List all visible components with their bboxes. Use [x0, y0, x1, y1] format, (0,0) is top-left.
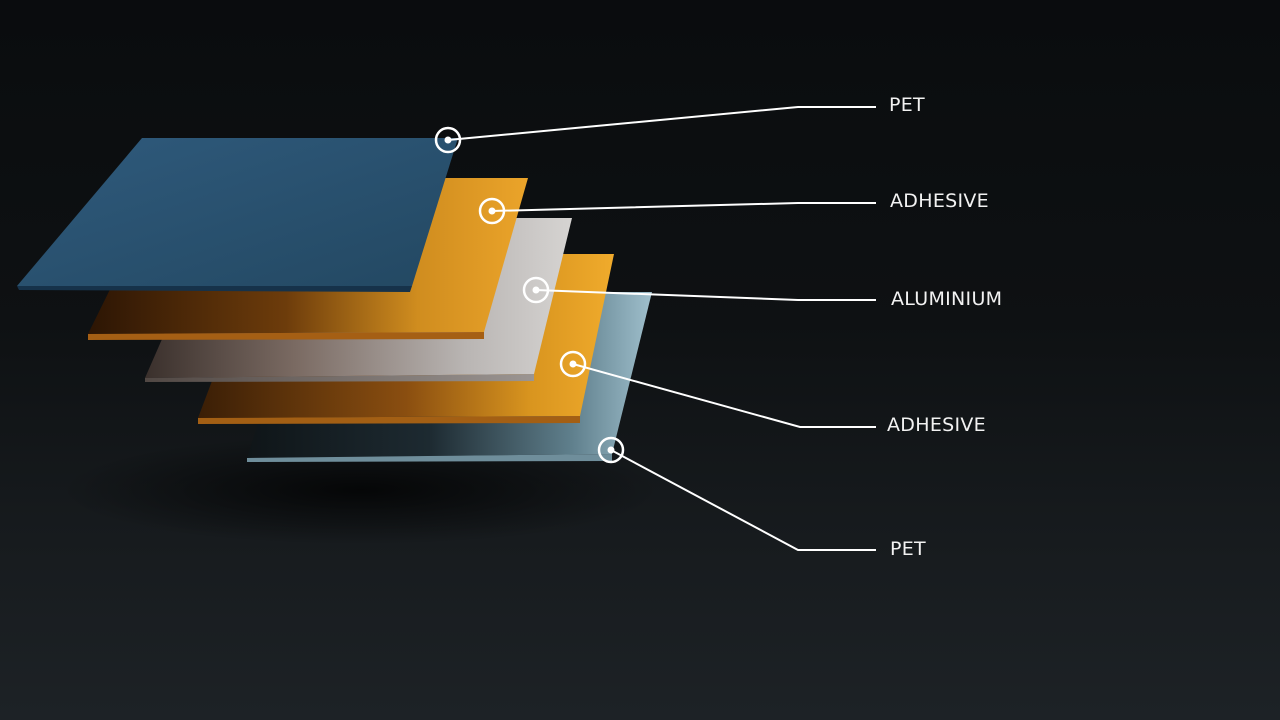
- callout-lines: [447, 106, 876, 551]
- layer-pet-top: [17, 138, 458, 292]
- callout-line-adhesive-top: [491, 202, 876, 212]
- stack-shadow: [60, 435, 660, 545]
- callout-marker-pet-top: [434, 126, 462, 154]
- callout-marker-adhesive-bottom: [559, 350, 587, 378]
- label-aluminium: ALUMINIUM: [891, 288, 1003, 310]
- callout-line-pet-bottom: [610, 449, 876, 551]
- label-pet-bottom: PET: [890, 538, 926, 560]
- label-adhesive-top: ADHESIVE: [890, 190, 989, 212]
- callout-line-adhesive-bottom: [572, 363, 876, 428]
- callout-marker-adhesive-top: [478, 197, 506, 225]
- label-adhesive-bottom: ADHESIVE: [887, 414, 986, 436]
- label-pet-top: PET: [889, 94, 925, 116]
- callout-line-aluminium: [535, 289, 876, 301]
- callout-marker-aluminium: [522, 276, 550, 304]
- callout-marker-pet-bottom: [597, 436, 625, 464]
- callout-line-pet-top: [447, 106, 876, 141]
